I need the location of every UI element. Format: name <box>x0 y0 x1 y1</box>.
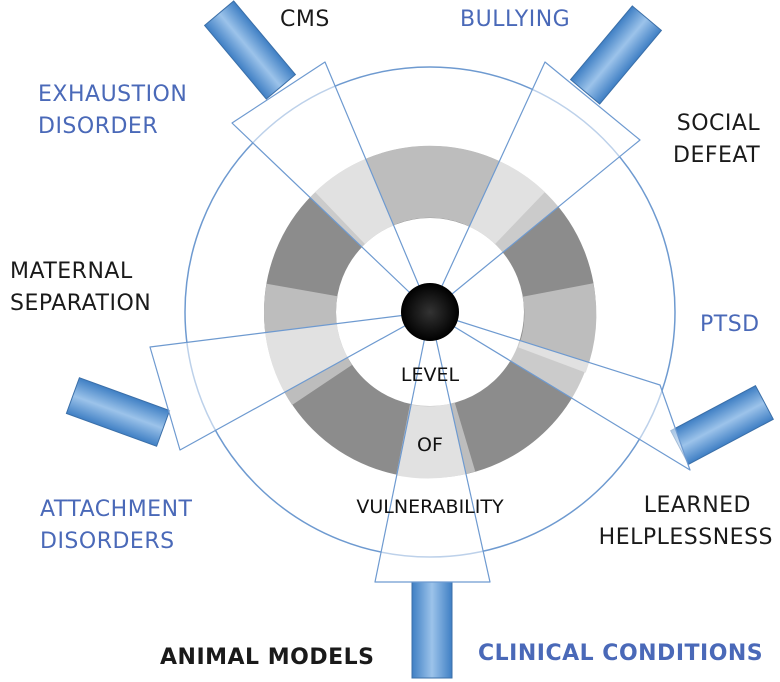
label-social-defeat: SOCIAL DEFEAT <box>663 108 760 172</box>
bar-top-right <box>569 5 663 105</box>
center-word-of: OF <box>417 434 443 456</box>
label-exhaustion-line2: DISORDER <box>38 114 159 139</box>
center-dot <box>401 283 459 341</box>
label-attachment-line1: ATTACHMENT <box>40 497 193 522</box>
label-social-line2: DEFEAT <box>673 143 761 168</box>
label-bullying-text: BULLYING <box>460 7 571 32</box>
bar-right <box>670 385 774 465</box>
label-attachment-disorders: ATTACHMENT DISORDERS <box>40 494 192 558</box>
label-learned-line2: HELPLESSNESS <box>598 525 773 550</box>
bar-group <box>65 0 774 679</box>
label-learned-line1: LEARNED <box>643 493 751 518</box>
wedge-bullying-social <box>429 61 641 313</box>
label-exhaustion-line1: EXHAUSTION <box>38 82 188 107</box>
label-ptsd-text: PTSD <box>700 312 760 337</box>
bar-top-left <box>203 0 297 100</box>
ring-segment-right <box>517 283 597 373</box>
wedge-exhaustion-cms <box>231 61 431 313</box>
label-maternal-separation: MATERNAL SEPARATION <box>10 256 151 320</box>
label-cms-text: CMS <box>280 7 330 32</box>
wedge-ptsd-learned <box>429 311 691 471</box>
label-attachment-line2: DISORDERS <box>40 529 175 554</box>
bar-bottom <box>411 581 453 679</box>
legend-animal-models: ANIMAL MODELS <box>160 642 374 674</box>
wedge-group <box>149 61 691 583</box>
legend-clinical-conditions: CLINICAL CONDITIONS <box>478 638 763 670</box>
label-exhaustion-disorder: EXHAUSTION DISORDER <box>38 79 187 143</box>
label-bullying: BULLYING <box>460 4 570 36</box>
label-cms: CMS <box>280 4 330 36</box>
wedge-vulnerability <box>374 311 491 583</box>
center-word-level: LEVEL <box>400 364 460 386</box>
label-maternal-line2: SEPARATION <box>10 291 152 316</box>
label-ptsd: PTSD <box>700 309 760 341</box>
label-maternal-line1: MATERNAL <box>10 259 133 284</box>
wedge-maternal-attachment <box>149 311 431 451</box>
label-learned-helplessness: LEARNED HELPLESSNESS <box>590 490 773 554</box>
legend-animal-models-text: ANIMAL MODELS <box>160 645 375 670</box>
bar-left <box>65 377 171 447</box>
legend-clinical-conditions-text: CLINICAL CONDITIONS <box>478 641 764 666</box>
label-social-line1: SOCIAL <box>676 111 761 136</box>
center-word-vulnerability: VULNERABILITY <box>356 496 504 518</box>
